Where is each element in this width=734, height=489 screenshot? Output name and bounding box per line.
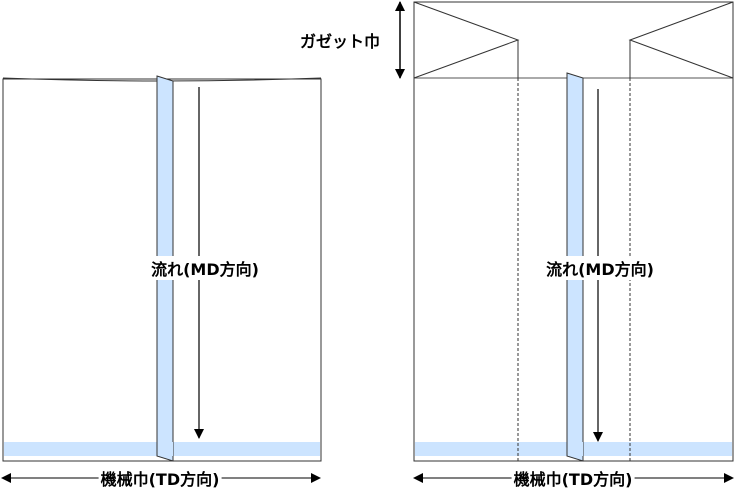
machine-width-label: 機械巾(TD方向) <box>98 466 222 489</box>
machine-width-label: 機械巾(TD方向) <box>511 466 635 489</box>
gusset-width-label: ガゼット巾 <box>299 32 381 51</box>
gusset-bag <box>413 1 734 462</box>
flat-bag <box>2 75 322 462</box>
flow-direction-label: 流れ(MD方向) <box>149 256 261 280</box>
flow-direction-label: 流れ(MD方向) <box>544 256 656 280</box>
